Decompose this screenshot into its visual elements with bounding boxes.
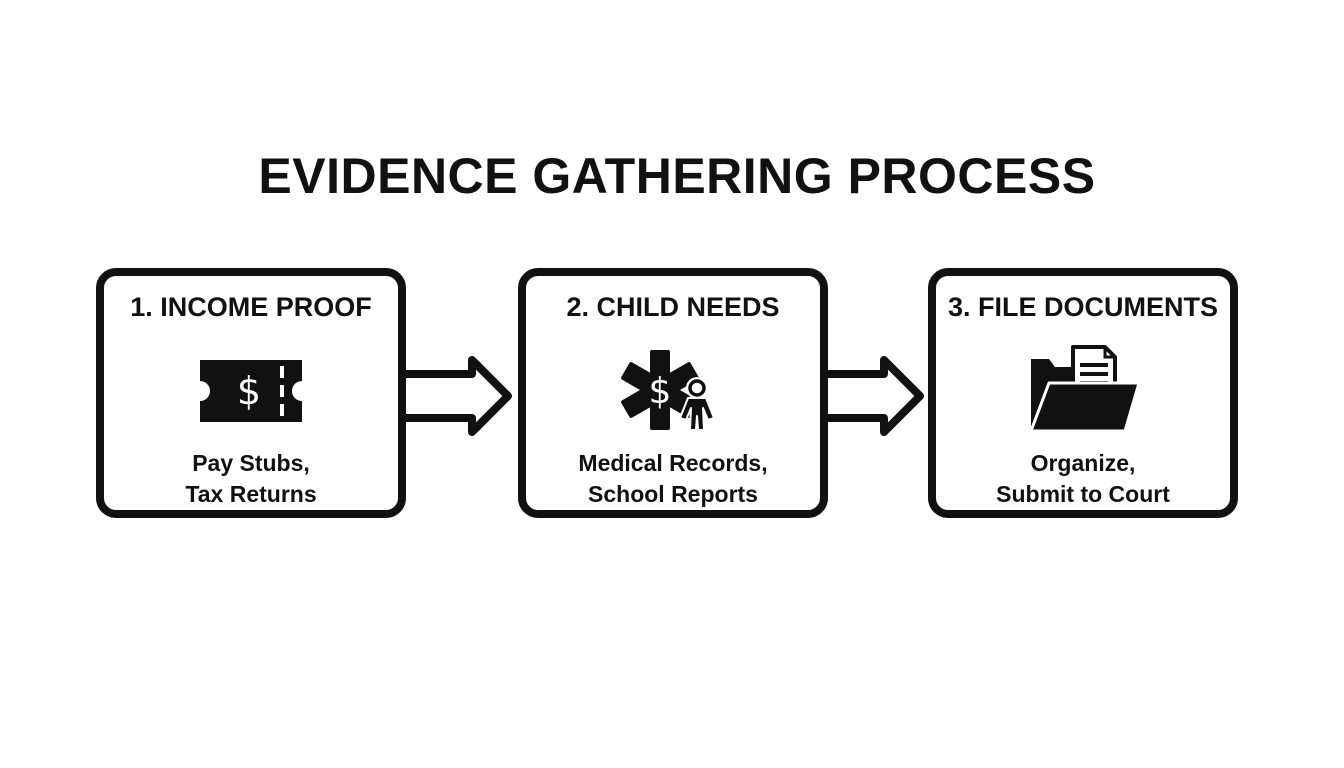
step-description: Organize, Submit to Court — [996, 450, 1170, 507]
medical-star-child-icon: $ — [621, 350, 715, 431]
diagram-title: EVIDENCE GATHERING PROCESS — [258, 148, 1096, 204]
arrow-connector-2-3 — [820, 356, 924, 436]
arrow-connector-1-2 — [406, 356, 512, 436]
step-description: Pay Stubs, Tax Returns — [185, 450, 317, 507]
svg-text:$: $ — [237, 369, 261, 413]
svg-text:$: $ — [649, 371, 672, 412]
document-folder-icon — [1029, 345, 1141, 433]
step-heading: 1. INCOME PROOF — [130, 292, 372, 322]
money-ticket-icon: $ — [200, 360, 302, 422]
step-card-income-proof: 1. INCOME PROOF $ Pay Stubs, Tax Returns — [96, 268, 406, 518]
step-description: Medical Records, School Reports — [578, 450, 768, 507]
step-card-file-documents: 3. FILE DOCUMENTS Organize, Submit to Co… — [928, 268, 1238, 518]
step-heading: 2. CHILD NEEDS — [566, 292, 780, 322]
step-card-child-needs: 2. CHILD NEEDS $ Medical Records, School… — [518, 268, 828, 518]
step-heading: 3. FILE DOCUMENTS — [947, 292, 1218, 322]
